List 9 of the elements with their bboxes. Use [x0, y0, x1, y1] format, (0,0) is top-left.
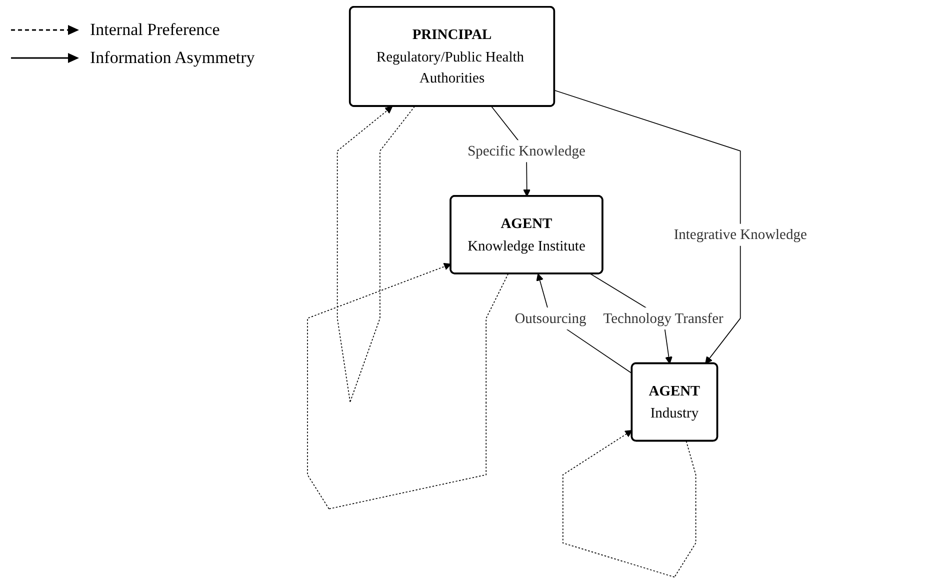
arrow — [307, 262, 509, 510]
arrow — [337, 106, 416, 402]
edge-label: Outsourcing — [514, 310, 587, 326]
edge-label: Integrative Knowledge — [674, 226, 808, 242]
legend-text: Information Asymmetry — [90, 48, 255, 68]
legend-text: Internal Preference — [90, 20, 220, 40]
edge-label: Specific Knowledge — [468, 142, 586, 159]
arrow — [562, 430, 697, 578]
edge-label: Technology Transfer — [604, 310, 724, 326]
